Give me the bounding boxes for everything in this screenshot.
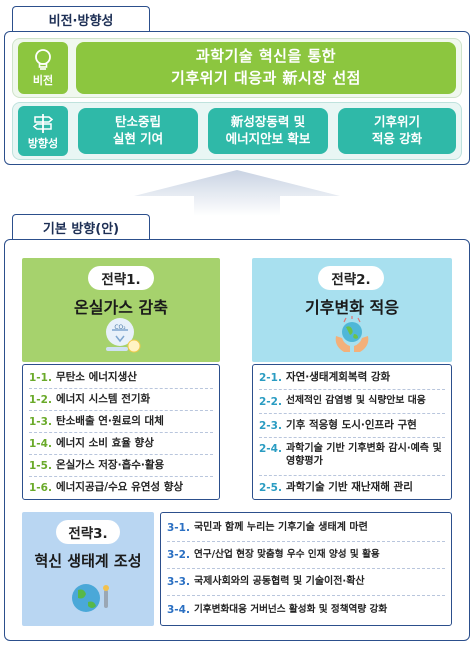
list-item: 1-6.에너지공급/수요 유연성 향상	[29, 481, 184, 494]
list-item: 1-3.탄소배출 연·원료의 대체	[29, 411, 213, 433]
lightbulb-icon	[35, 49, 51, 70]
strategy3-items: 3-1.국민과 함께 누리는 기후기술 생태계 마련 3-2.연구/산업 현장 …	[160, 512, 452, 626]
list-item: 1-5.온실가스 저장·흡수·활용	[29, 455, 213, 477]
strategy1-title: 온실가스 감축	[74, 298, 168, 317]
strategy3-title: 혁신 생태계 조성	[34, 552, 142, 570]
list-item: 2-2.선제적인 감염병 및 식량안보 대응	[259, 390, 445, 414]
vision-section-panel	[4, 31, 470, 165]
signpost-icon	[32, 114, 54, 133]
strategy2-label: 전략2.	[318, 266, 384, 290]
direction-pill-3-line2: 적응 강화	[371, 131, 423, 146]
upward-arrow	[134, 170, 340, 216]
direction-pill-3: 기후위기 적응 강화	[338, 108, 456, 154]
list-item: 2-1.자연·생태계회복력 강화	[259, 367, 445, 390]
strategy1-items: 1-1.무탄소 에너지생산 1-2.에너지 시스템 전기화 1-3.탄소배출 연…	[22, 364, 220, 500]
list-item: 1-1.무탄소 에너지생산	[29, 367, 213, 389]
strategy2-items: 2-1.자연·생태계회복력 강화 2-2.선제적인 감염병 및 식량안보 대응 …	[252, 364, 452, 500]
direction-icon-label: 방향성	[27, 137, 59, 150]
vision-section-tab-label: 비전·방향성	[48, 14, 114, 29]
co2-label: CO₂	[114, 324, 126, 331]
direction-pill-1-line2: 실현 기여	[112, 131, 164, 146]
co2-cloud-icon: CO₂	[106, 318, 141, 353]
list-item: 2-4.과학기술 기반 기후변화 감시·예측 및 영향평가	[259, 438, 445, 476]
list-item: 3-3.국제사회와의 공동협력 및 기술이전·확산	[167, 569, 445, 596]
basic-section-panel	[4, 239, 470, 641]
vision-icon-label: 비전	[32, 74, 54, 87]
list-item: 2-5.과학기술 기반 재난재해 관리	[259, 480, 413, 494]
list-item: 3-2.연구/산업 현장 맞춤형 우수 인재 양성 및 활용	[167, 542, 445, 569]
direction-pill-2-line2: 에너지안보 확보	[225, 131, 311, 146]
strategy3-label: 전략3.	[56, 520, 120, 544]
list-item: 2-3.기후 적응형 도시·인프라 구현	[259, 414, 445, 438]
vision-line-2: 기후위기 대응과 新시장 선점	[171, 69, 361, 87]
strategy1-label: 전략1.	[88, 266, 154, 290]
list-item: 1-2.에너지 시스템 전기화	[29, 389, 213, 411]
list-item: 3-1.국민과 함께 누리는 기후기술 생태계 마련	[167, 515, 445, 542]
vision-statement: 과학기술 혁신을 통한 기후위기 대응과 新시장 선점	[76, 42, 456, 94]
list-item: 3-4.기후변화대응 거버넌스 활성화 및 정책역량 강화	[167, 603, 388, 616]
basic-section-tab: 기본 방향(안)	[12, 214, 150, 240]
vision-icon-box: 비전	[18, 42, 68, 94]
direction-pill-3-line1: 기후위기	[373, 114, 420, 130]
direction-pill-1: 탄소중립 실현 기여	[78, 108, 198, 154]
vision-section-tab: 비전·방향성	[12, 6, 150, 32]
vision-line-1: 과학기술 혁신을 통한	[195, 47, 337, 66]
direction-pill-1-line1: 탄소중립	[114, 114, 161, 130]
basic-section-tab-label: 기본 방향(안)	[42, 222, 120, 237]
globe-hands-icon	[335, 316, 369, 352]
list-item: 1-4.에너지 소비 효율 향상	[29, 433, 213, 455]
direction-pill-2-line1: 新성장동력 및	[230, 114, 306, 130]
direction-pill-2: 新성장동력 및 에너지안보 확보	[208, 108, 328, 154]
direction-icon-box: 방향성	[18, 106, 68, 156]
strategy2-title: 기후변화 적응	[305, 298, 399, 317]
globe-icon	[72, 584, 109, 612]
